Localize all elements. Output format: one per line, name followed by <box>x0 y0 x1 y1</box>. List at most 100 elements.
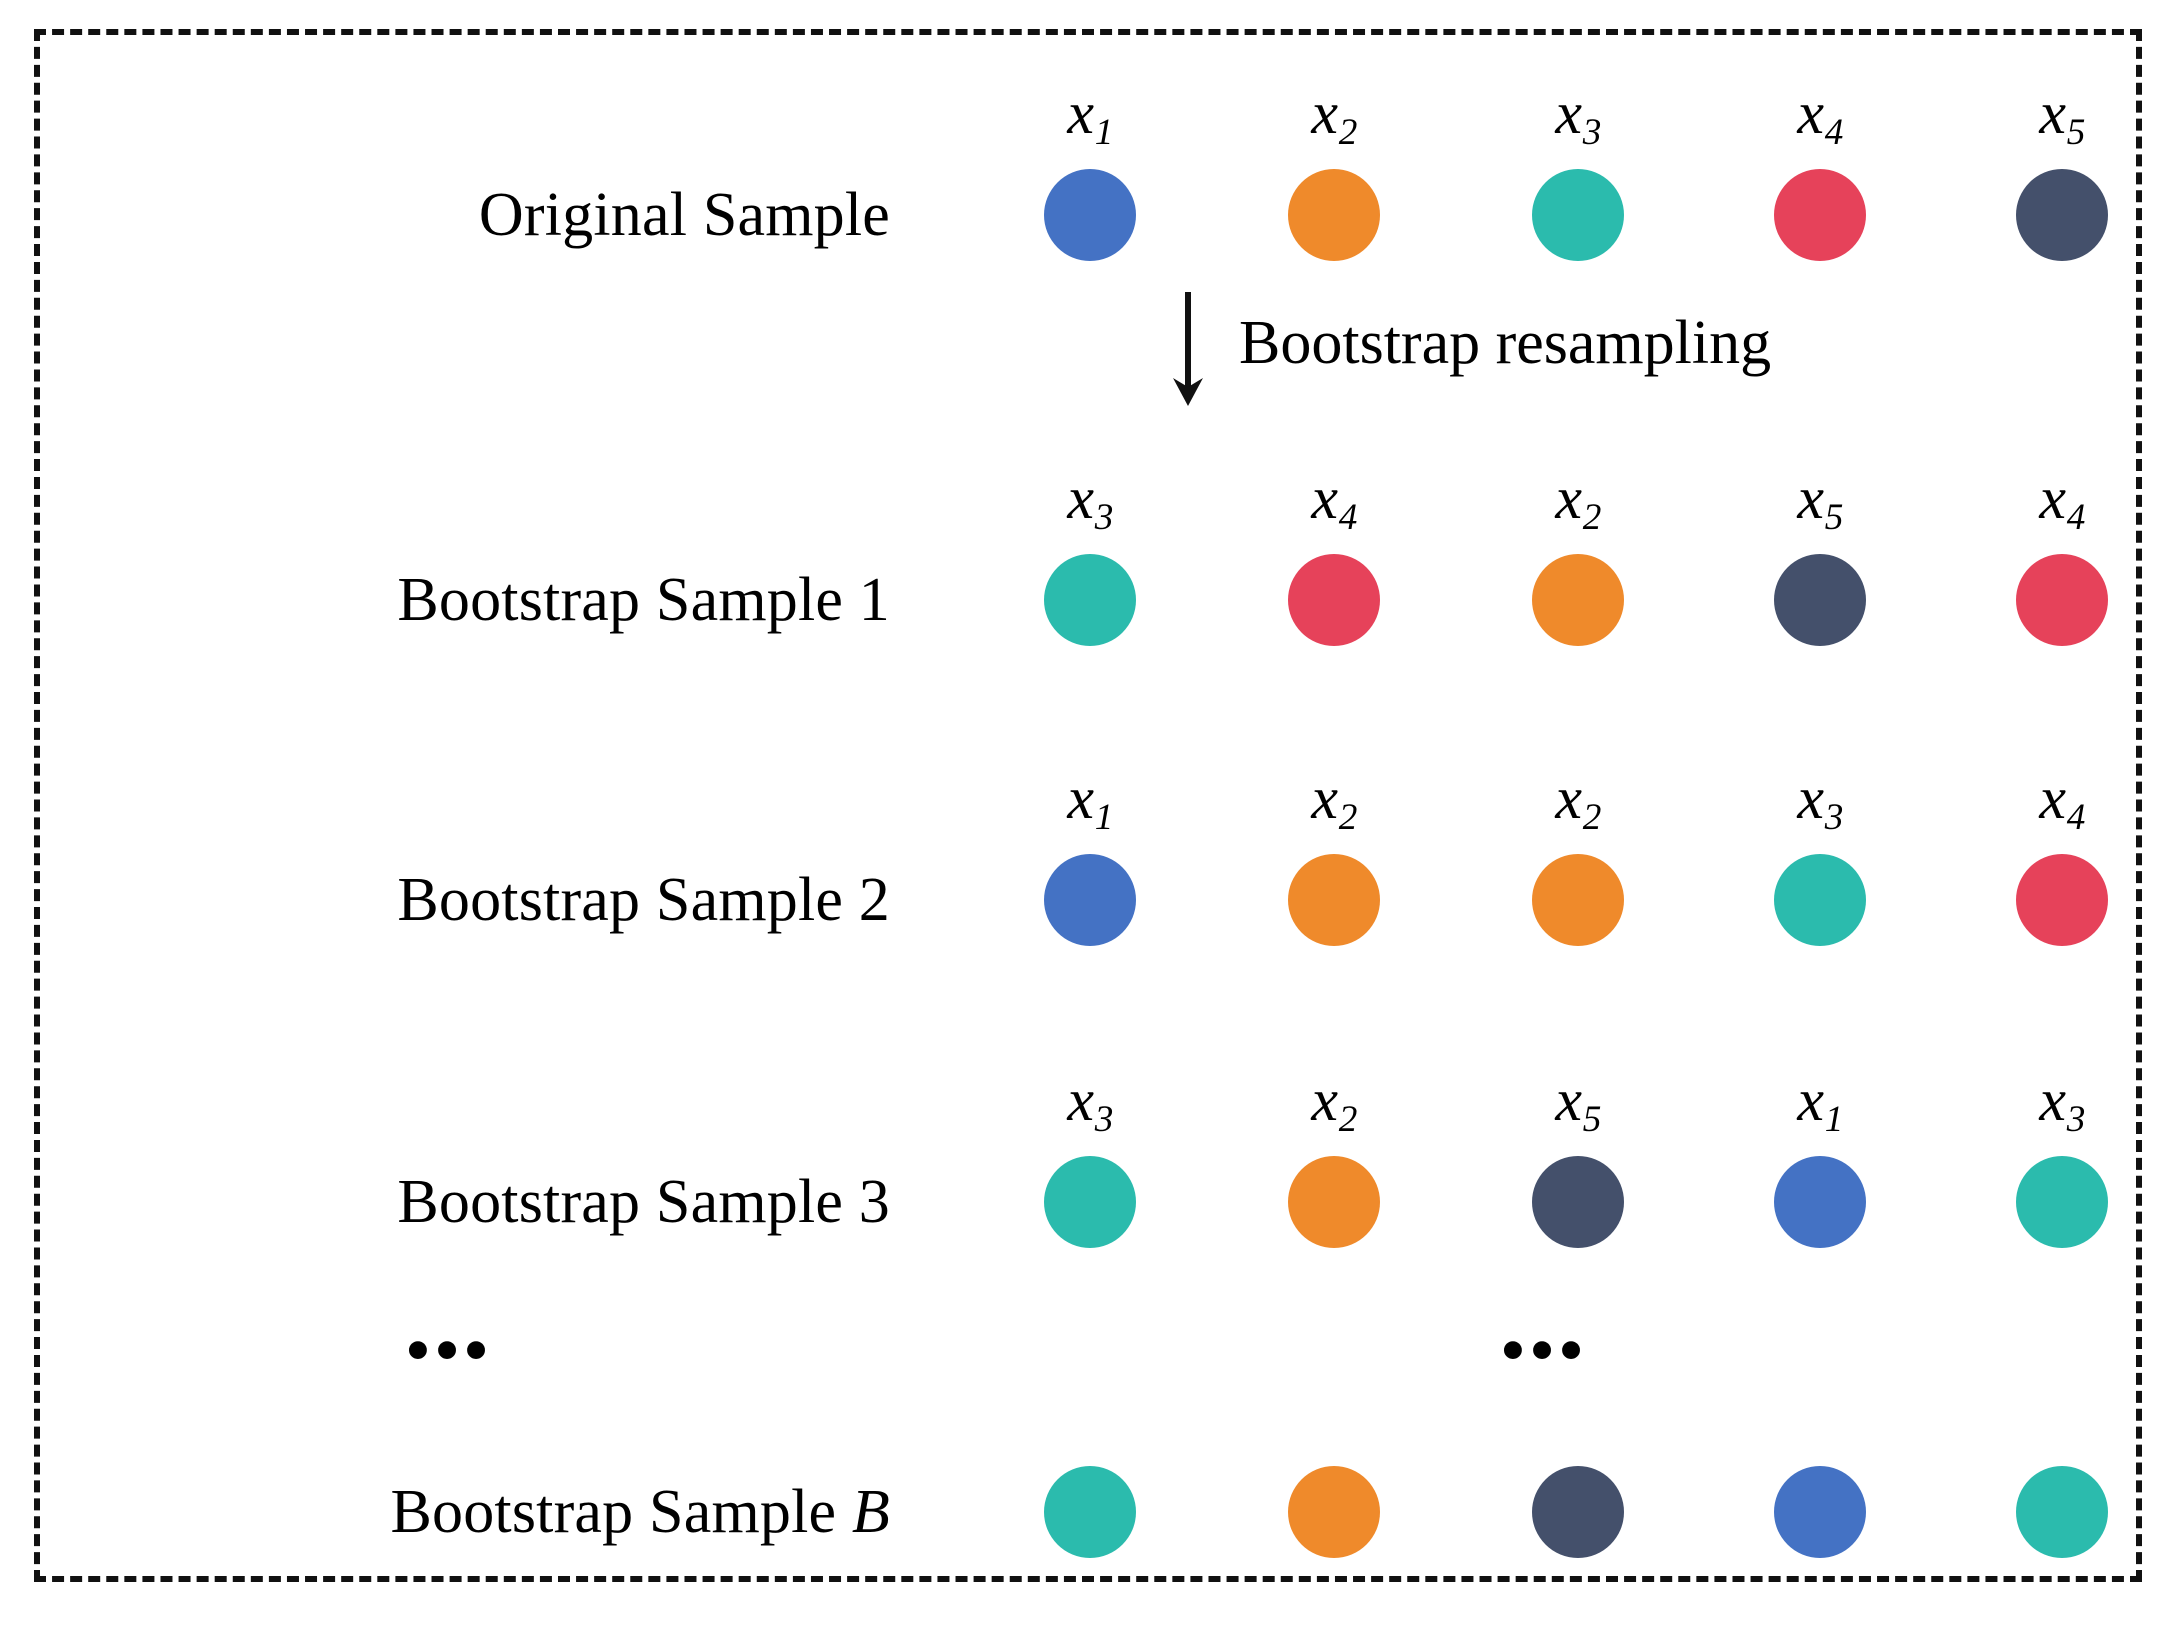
row-label-text: Bootstrap Sample 3 <box>397 1168 890 1236</box>
observation-index: 1 <box>1094 112 1114 154</box>
observation-label: x2 <box>1311 1067 1357 1138</box>
observation-dot-red <box>2016 854 2108 946</box>
observation-label: x4 <box>1311 465 1357 536</box>
observation-dot-orange <box>1288 1156 1380 1248</box>
observation-symbol: x <box>1311 465 1339 531</box>
row-label-text: Original Sample <box>478 181 890 249</box>
down-arrow-icon <box>1173 292 1203 406</box>
observation-symbol: x <box>1797 465 1825 531</box>
observation-dot-orange <box>1532 554 1624 646</box>
observation-dot-teal <box>1044 554 1136 646</box>
observation-symbol: x <box>1311 1067 1339 1133</box>
observation-index: 2 <box>1338 1099 1358 1141</box>
observation-dot-red <box>1288 554 1380 646</box>
observation-label: x2 <box>1555 765 1601 836</box>
observation-symbol: x <box>1067 1067 1095 1133</box>
observation-index: 3 <box>1094 497 1114 539</box>
observation-symbol: x <box>1555 765 1583 831</box>
observation-label: x1 <box>1067 765 1113 836</box>
observation-label: x4 <box>2039 465 2085 536</box>
observation-symbol: x <box>1311 765 1339 831</box>
observation-dot-teal <box>2016 1156 2108 1248</box>
observation-label: x4 <box>1797 80 1843 151</box>
observation-dot-teal <box>1044 1156 1136 1248</box>
row-label-bootstrap-sample-b: Bootstrap Sample B <box>390 1481 890 1543</box>
observation-symbol: x <box>1555 80 1583 146</box>
observation-dot-navy <box>1532 1156 1624 1248</box>
observation-index: 3 <box>1582 112 1602 154</box>
observation-dot-blue <box>1774 1156 1866 1248</box>
observation-symbol: x <box>1067 80 1095 146</box>
observation-label: x4 <box>2039 768 2085 836</box>
observation-index: 4 <box>1824 112 1844 154</box>
observation-dot-blue <box>1774 1466 1866 1558</box>
observation-dot-red <box>1774 169 1866 261</box>
observation-dot-red <box>2016 554 2108 646</box>
observation-symbol: x <box>1067 765 1095 831</box>
observation-dot-blue <box>1044 854 1136 946</box>
observation-dot-orange <box>1288 854 1380 946</box>
observation-symbol: x <box>1067 465 1095 531</box>
observation-dot-orange <box>1288 169 1380 261</box>
observation-index: 4 <box>1338 497 1358 539</box>
observation-symbol: x <box>2039 80 2067 146</box>
ellipsis-middle: ••• <box>1501 1314 1589 1387</box>
resampling-label: Bootstrap resampling <box>1239 309 1772 377</box>
observation-dot-teal <box>2016 1466 2108 1558</box>
observation-index: 5 <box>2066 112 2086 154</box>
observation-label: x3 <box>1555 80 1601 151</box>
row-label-bootstrap-sample-2: Bootstrap Sample 2 <box>397 869 890 931</box>
observation-index: 3 <box>1094 1099 1114 1141</box>
observation-index: 2 <box>1582 797 1602 839</box>
observation-label: x2 <box>1555 465 1601 536</box>
observation-label: x3 <box>1067 465 1113 536</box>
observation-dot-teal <box>1044 1466 1136 1558</box>
observation-symbol: x <box>1797 80 1825 146</box>
observation-label: x3 <box>1067 1067 1113 1138</box>
observation-index: 3 <box>2066 1099 2086 1141</box>
row-label-text: Bootstrap Sample 1 <box>397 566 890 634</box>
observation-symbol: x <box>2039 465 2067 531</box>
ellipsis-left: ••• <box>406 1314 494 1387</box>
observation-dot-navy <box>1774 554 1866 646</box>
figure-dashed-border <box>34 29 2142 1582</box>
observation-label: x5 <box>1555 1067 1601 1138</box>
observation-symbol: x <box>1797 1067 1825 1133</box>
observation-symbol: x <box>1555 465 1583 531</box>
row-label-text: Bootstrap Sample <box>390 1478 852 1546</box>
observation-index: 4 <box>2066 797 2086 839</box>
row-label-bootstrap-sample-3: Bootstrap Sample 3 <box>397 1171 890 1233</box>
observation-symbol: x <box>1797 765 1825 831</box>
observation-index: 1 <box>1094 797 1114 839</box>
observation-index: 4 <box>2066 497 2086 539</box>
observation-dot-navy <box>1532 1466 1624 1558</box>
observation-label: x2 <box>1311 80 1357 151</box>
observation-index: 5 <box>1824 497 1844 539</box>
observation-dot-teal <box>1532 169 1624 261</box>
observation-dot-blue <box>1044 169 1136 261</box>
observation-dot-navy <box>2016 169 2108 261</box>
observation-label: x1 <box>1067 80 1113 151</box>
observation-index: 5 <box>1582 1099 1602 1141</box>
observation-dot-orange <box>1532 854 1624 946</box>
observation-label: x2 <box>1311 765 1357 836</box>
observation-label: x3 <box>2039 1067 2085 1138</box>
observation-index: 1 <box>1824 1099 1844 1141</box>
observation-label: x5 <box>2039 80 2085 151</box>
observation-symbol: x <box>2039 1067 2067 1133</box>
observation-index: 2 <box>1338 112 1358 154</box>
observation-dot-orange <box>1288 1466 1380 1558</box>
row-label-text: Bootstrap Sample 2 <box>397 866 890 934</box>
row-label-original-sample: Original Sample <box>479 184 890 246</box>
row-label-italic-suffix: B <box>851 1478 890 1546</box>
observation-label: x5 <box>1797 465 1843 536</box>
bootstrap-resampling-annotation: Bootstrap resampling <box>1163 290 1771 408</box>
observation-index: 2 <box>1338 797 1358 839</box>
observation-index: 3 <box>1824 797 1844 839</box>
row-label-bootstrap-sample-1: Bootstrap Sample 1 <box>397 569 890 631</box>
observation-symbol: x <box>1555 1067 1583 1133</box>
observation-dot-teal <box>1774 854 1866 946</box>
observation-label: x1 <box>1797 1067 1843 1138</box>
observation-symbol: x <box>1311 80 1339 146</box>
